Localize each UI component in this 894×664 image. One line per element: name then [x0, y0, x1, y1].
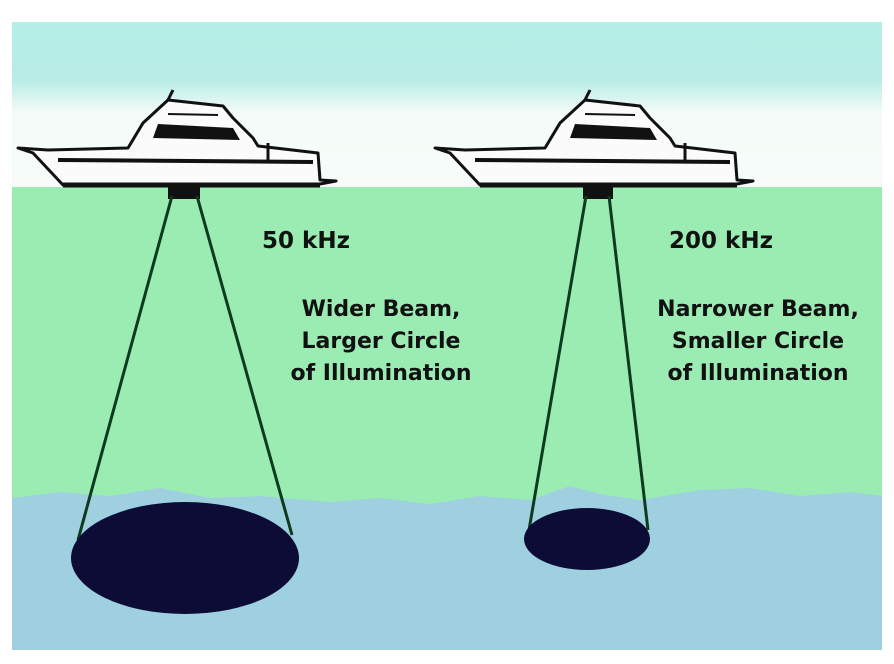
transducer-right — [583, 185, 613, 199]
description-left-line2: Larger Circle — [302, 329, 461, 354]
description-right-line2: Smaller Circle — [672, 329, 844, 354]
description-right-line3: of Illumination — [667, 361, 848, 386]
footprint-small — [524, 508, 650, 570]
beam-edge-right-b — [607, 195, 650, 531]
water — [12, 187, 882, 507]
transducer-left — [168, 185, 200, 199]
description-left-line3: of Illumination — [290, 361, 471, 386]
beam-edge-right-a — [527, 195, 588, 531]
frequency-label-left: 50 kHz — [262, 228, 350, 254]
boat-left — [18, 90, 336, 199]
boat-right — [435, 90, 753, 199]
beam-edge-left-b — [195, 195, 294, 536]
footprint-large — [71, 502, 299, 614]
beam-edge-left-a — [76, 195, 174, 541]
description-left-line1: Wider Beam, — [302, 297, 461, 322]
description-right-line1: Narrower Beam, — [657, 297, 859, 322]
frequency-label-right: 200 kHz — [669, 228, 773, 254]
